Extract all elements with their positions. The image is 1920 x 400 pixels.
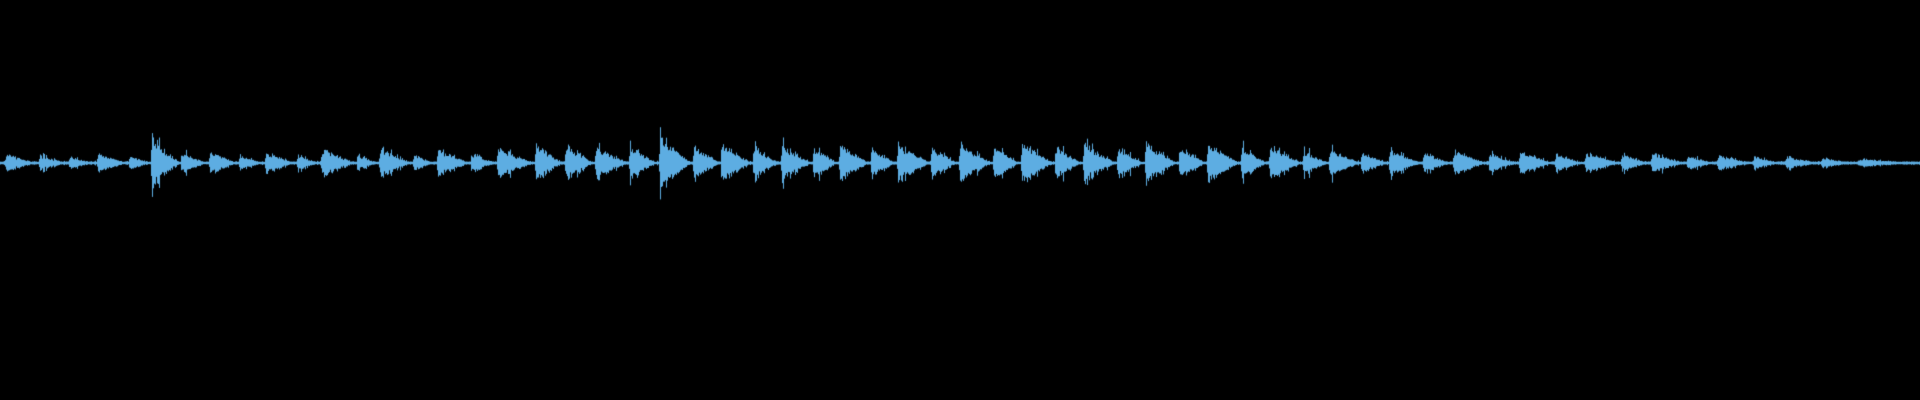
waveform-viewer[interactable]: Audio waveform: [0, 0, 1920, 400]
audio-waveform-canvas[interactable]: [0, 0, 1920, 400]
